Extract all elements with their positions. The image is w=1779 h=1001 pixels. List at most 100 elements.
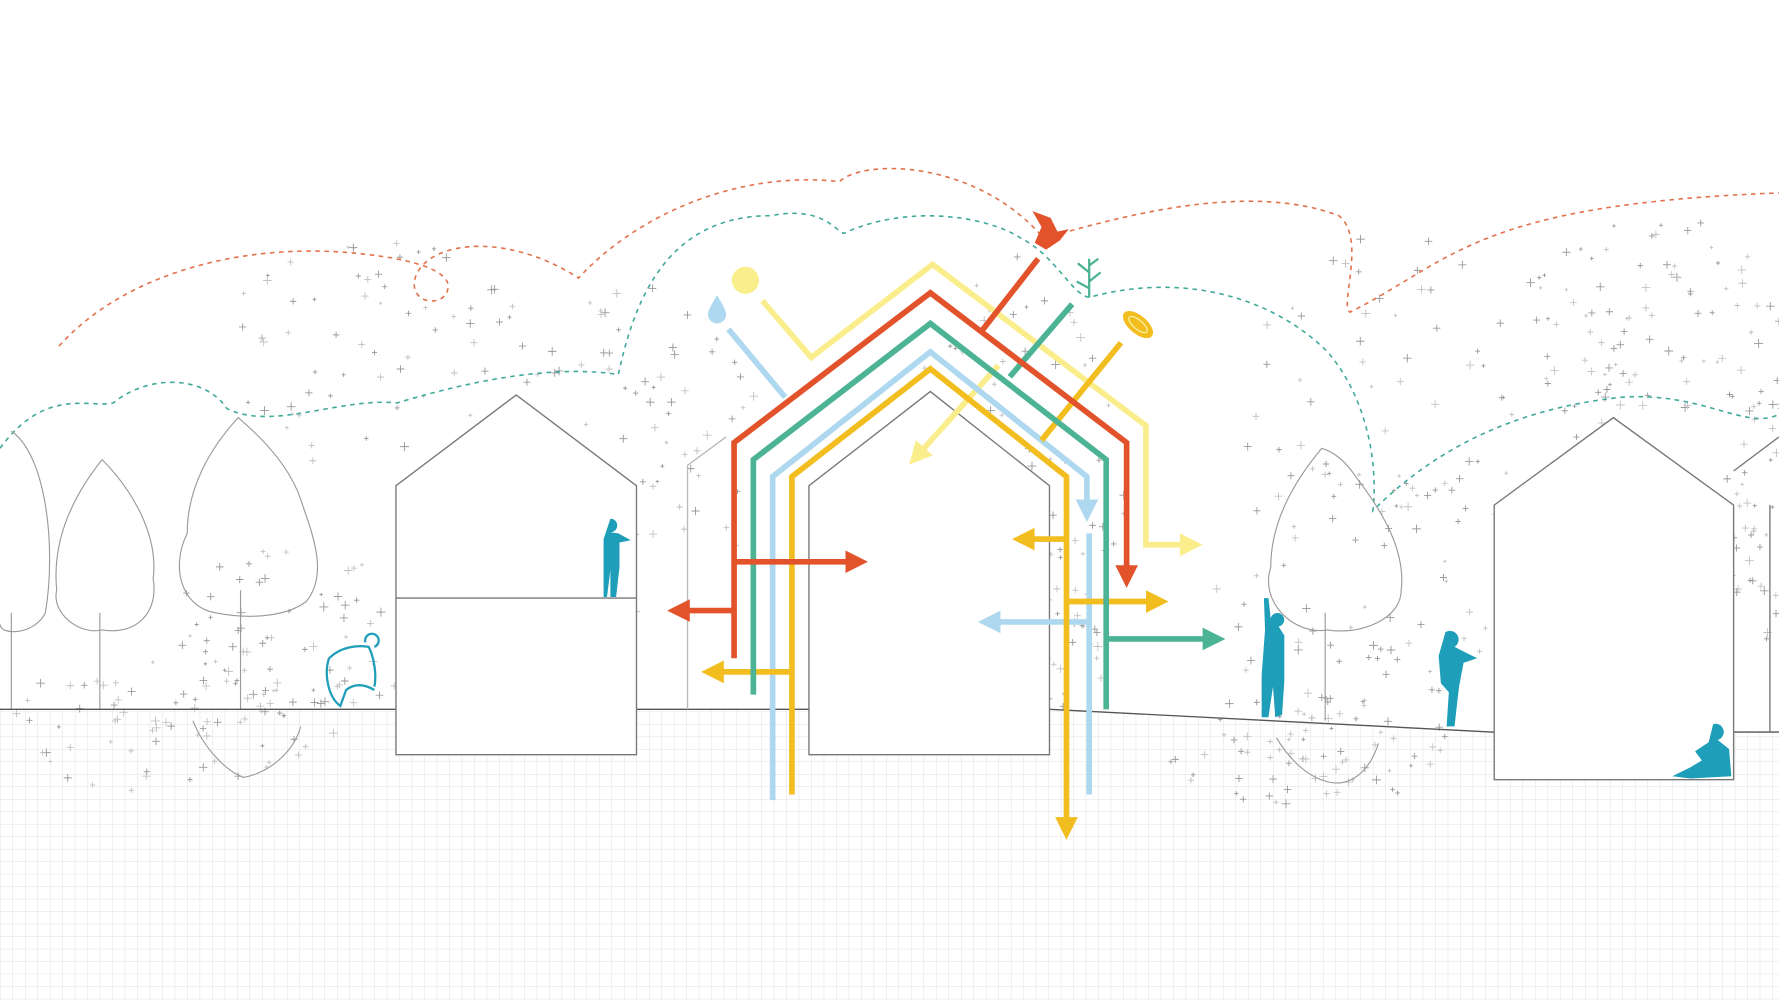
speckle-cross — [1110, 541, 1117, 547]
speckle-cross — [666, 411, 672, 417]
speckle-cross — [1360, 699, 1366, 704]
speckle-cross — [284, 425, 289, 430]
speckle-cross — [261, 691, 267, 698]
speckle-cross — [1734, 302, 1741, 309]
speckle-cross — [1302, 712, 1307, 717]
speckle-cross — [1615, 400, 1625, 410]
speckle-cross — [48, 759, 53, 764]
speckle-cross — [152, 723, 161, 733]
speckle-cross — [375, 691, 384, 700]
speckle-cross — [1564, 288, 1569, 292]
speckle-cross — [312, 297, 317, 302]
speckle-cross — [1276, 446, 1282, 453]
speckle-cross — [173, 700, 179, 706]
speckle-cross — [1432, 487, 1438, 493]
speckle-cross — [1737, 366, 1746, 375]
speckle-cross — [1498, 394, 1505, 401]
speckle-cross — [1426, 760, 1434, 768]
speckle-cross — [1605, 308, 1613, 316]
speckle-cross — [1587, 329, 1594, 336]
speckle-cross — [550, 369, 559, 377]
bird-icon — [1032, 211, 1069, 250]
speckle-cross — [355, 273, 361, 279]
speckle-cross — [1424, 237, 1433, 246]
speckle-cross — [213, 659, 218, 664]
speckle-cross — [347, 665, 353, 671]
speckle-cross — [241, 291, 246, 296]
speckle-cross — [1200, 750, 1209, 759]
speckle-cross — [1737, 503, 1743, 509]
speckle-cross — [1027, 461, 1037, 471]
speckle-cross — [1403, 481, 1409, 486]
speckle-cross — [364, 275, 372, 284]
speckle-cross — [202, 731, 211, 740]
speckle-cross — [1409, 485, 1416, 492]
speckle-cross — [1244, 749, 1251, 756]
house-center — [808, 390, 1051, 756]
speckle-cross — [26, 717, 33, 724]
speckle-cross — [1772, 610, 1779, 618]
speckle-cross — [605, 349, 613, 357]
speckle-cross — [507, 315, 512, 320]
speckle-cross — [1040, 297, 1049, 305]
plant-icon — [1076, 257, 1102, 298]
speckle-cross — [237, 719, 244, 726]
speckle-cross — [1290, 306, 1295, 310]
speckle-cross — [261, 687, 269, 695]
speckle-cross — [991, 381, 997, 387]
speckle-cross — [1757, 582, 1765, 590]
speckle-cross — [1070, 318, 1078, 326]
speckle-cross — [263, 276, 272, 285]
speckle-cross — [1230, 736, 1238, 744]
speckle-cross — [1723, 286, 1729, 291]
speckle-cross — [302, 743, 309, 750]
person-sitting-reading — [1672, 723, 1732, 779]
speckle-cross — [1372, 775, 1381, 785]
speckle-cross — [1603, 386, 1611, 393]
speckle-cross — [66, 681, 74, 690]
speckle-cross — [255, 578, 264, 586]
speckle-cross — [1475, 348, 1481, 354]
sun-icon — [731, 266, 760, 294]
speckle-cross — [374, 270, 383, 278]
speckle-cross — [1760, 586, 1769, 596]
speckle-cross — [1718, 354, 1727, 363]
speckle-cross — [598, 308, 604, 314]
speckle-cross — [1049, 511, 1057, 519]
speckle-cross — [1399, 504, 1404, 510]
speckle-cross — [203, 649, 209, 655]
speckle-cross — [509, 303, 516, 310]
speckle-cross — [287, 258, 294, 266]
speckle-cross — [376, 607, 386, 617]
speckle-cross — [1341, 259, 1350, 268]
speckle-cross — [112, 679, 119, 686]
speckle-cross — [1537, 275, 1542, 280]
speckle-cross — [187, 777, 193, 783]
speckle-cross — [1331, 493, 1337, 499]
speckle-cross — [1544, 380, 1551, 387]
speckle-cross — [1709, 245, 1714, 250]
speckle-cross — [328, 393, 333, 399]
speckle-cross — [1641, 283, 1651, 292]
speckle-cross — [1294, 638, 1303, 647]
speckle-cross — [1465, 360, 1475, 370]
speckle-cross — [1339, 759, 1346, 765]
speckle-cross — [1263, 320, 1272, 329]
tree-outline — [0, 430, 51, 710]
speckle-cross — [1235, 774, 1243, 783]
speckle-cross — [619, 434, 628, 443]
speckle-cross — [367, 620, 374, 627]
speckle-cross — [1439, 573, 1448, 582]
speckle-cross — [239, 323, 247, 331]
speckle-cross — [289, 698, 297, 706]
speckle-cross — [1291, 524, 1297, 529]
speckle-cross — [1269, 775, 1278, 784]
house-right — [1493, 416, 1735, 781]
speckle-cross — [1072, 587, 1079, 594]
speckle-cross — [616, 327, 622, 333]
speckle-cross — [1683, 378, 1690, 385]
speckle-cross — [1595, 389, 1602, 396]
speckle-cross — [1021, 347, 1029, 355]
speckle-cross — [1694, 309, 1702, 317]
water-drop-icon — [707, 295, 727, 324]
